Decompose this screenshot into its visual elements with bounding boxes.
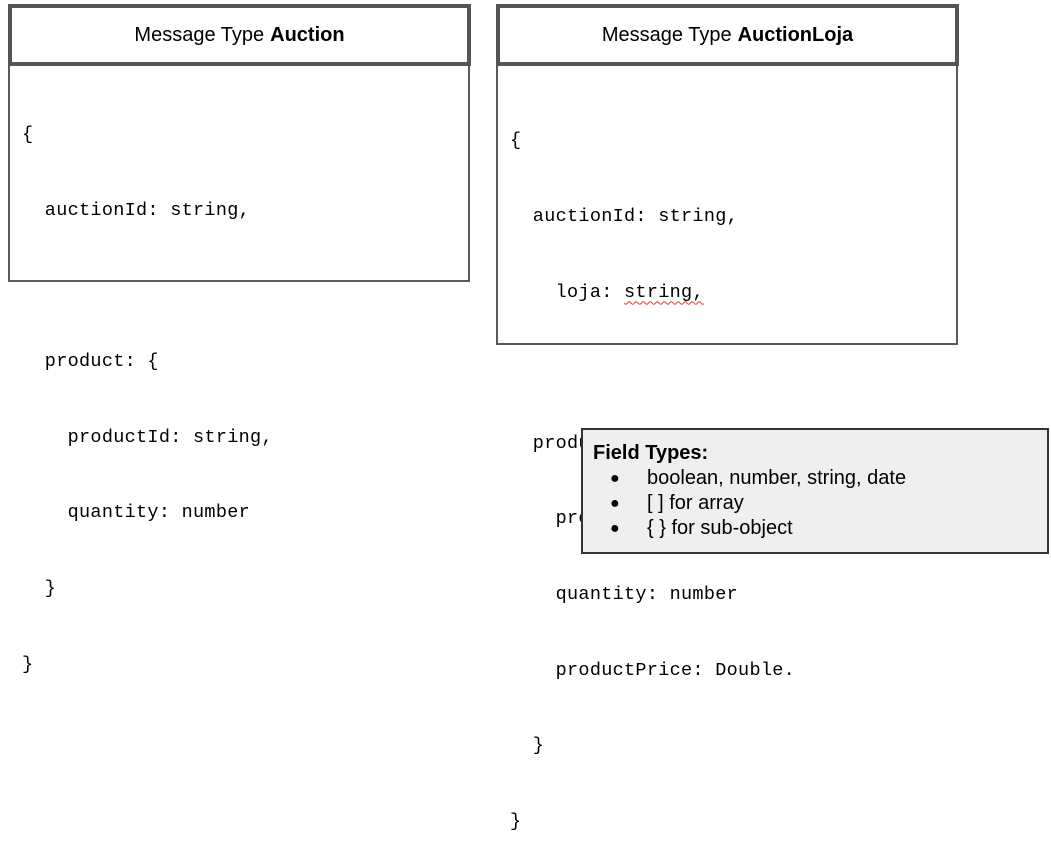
auction-loja-header-name: AuctionLoja <box>737 23 854 46</box>
auction-header-name: Auction <box>270 23 345 46</box>
auction-loja-message-body <box>496 62 958 345</box>
bullet-icon: ● <box>610 495 620 512</box>
auction-header-prefix: Message Type <box>134 23 265 46</box>
code-line: productPrice: Double. <box>510 659 796 681</box>
code-line: quantity: number <box>22 502 251 524</box>
legend-item: ● { } for sub-object <box>593 516 1047 541</box>
field-types-legend: Field Types: ● boolean, number, string, … <box>581 428 1049 554</box>
legend-item-text: boolean, number, string, date <box>647 467 907 489</box>
code-line: quantity: number <box>510 583 739 605</box>
auction-loja-header-prefix: Message Type <box>601 23 732 46</box>
code-line: } <box>510 810 522 832</box>
legend-item: ● boolean, number, string, date <box>593 466 1047 491</box>
code-line-loja: loja: string, <box>510 280 795 305</box>
auction-code-block: { auctionId: string, product: { productI… <box>22 72 273 702</box>
loja-field-label: loja: <box>510 281 625 303</box>
code-line: } <box>22 653 34 675</box>
code-line: product: { <box>22 351 159 373</box>
bullet-icon: ● <box>610 470 620 487</box>
code-line: { <box>510 130 522 152</box>
auction-loja-message-header: Message Type AuctionLoja <box>496 4 959 66</box>
bullet-icon: ● <box>610 520 620 537</box>
code-line <box>22 274 273 299</box>
code-line: } <box>510 735 545 757</box>
code-line: auctionId: string, <box>22 200 251 221</box>
legend-list: ● boolean, number, string, date ● [ ] fo… <box>593 466 1047 541</box>
legend-item-text: [ ] for array <box>647 492 744 514</box>
code-line: auctionId: string, <box>510 206 739 227</box>
legend-title: Field Types: <box>593 442 709 464</box>
legend-item-text: { } for sub-object <box>647 517 793 539</box>
auction-message-body <box>8 62 470 282</box>
code-line: productId: string, <box>22 426 273 448</box>
loja-field-type: string, <box>624 281 704 303</box>
legend-item: ● [ ] for array <box>593 491 1047 516</box>
code-line: } <box>22 577 57 599</box>
code-line <box>510 355 795 380</box>
auction-message-header: Message Type Auction <box>8 4 471 66</box>
code-line: { <box>22 124 34 146</box>
